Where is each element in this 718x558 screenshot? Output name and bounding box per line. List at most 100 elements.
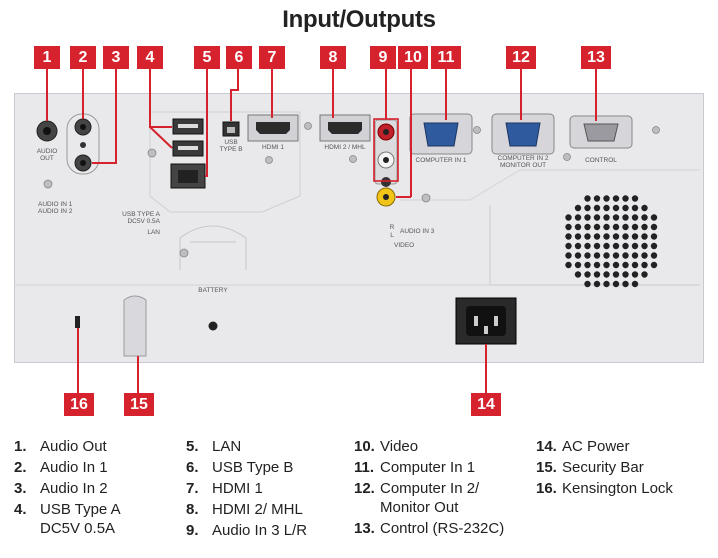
grille-hole [574, 233, 582, 240]
legend-num: 6. [186, 459, 199, 476]
grille-hole [584, 214, 591, 221]
legend-text: Control (RS-232C) [380, 520, 505, 537]
grille-hole [622, 261, 629, 269]
grille-hole [603, 242, 610, 250]
legend-item: 4.USB Type A DC5V 0.5A [14, 500, 121, 538]
legend-num: 1. [14, 438, 27, 455]
speaker-grille [565, 195, 658, 288]
grille-hole [612, 271, 620, 278]
legend-text: HDMI 1 [212, 480, 263, 497]
legend-item: 13. Control (RS-232C) [354, 519, 504, 538]
legend-text: HDMI 2/ MHL [212, 501, 303, 518]
legend-item: 16.Kensington Lock [536, 479, 673, 498]
legend-item: 14.AC Power [536, 437, 673, 456]
label-usb-a: USB TYPE A DC5V 0.5A [122, 211, 160, 225]
grille-hole [641, 242, 648, 250]
label-audio-in3-r: R [389, 224, 395, 231]
grille-hole [622, 271, 629, 278]
grille-hole [603, 233, 610, 240]
legend-num: 9. [186, 522, 199, 539]
callout-8: 8 [320, 46, 346, 69]
grille-hole [574, 261, 582, 269]
grille-hole [574, 223, 582, 231]
grille-hole [631, 233, 639, 240]
grille-hole [603, 252, 610, 259]
grille-hole [641, 223, 648, 231]
grille-hole [565, 233, 572, 240]
grille-hole [622, 280, 629, 288]
grille-hole [650, 242, 658, 250]
grille-hole [574, 252, 582, 259]
label-hdmi2: HDMI 2 / MHL [324, 144, 366, 151]
legend-num: 10. [354, 438, 375, 455]
grille-hole [631, 271, 639, 278]
legend-text: Audio In 1 [40, 459, 108, 476]
grille-hole [650, 214, 658, 221]
grille-hole [603, 204, 610, 212]
legend-num: 8. [186, 501, 199, 518]
grille-hole [631, 195, 639, 202]
grille-hole [622, 214, 629, 221]
grille-hole [603, 280, 610, 288]
grille-hole [641, 233, 648, 240]
legend-text: Audio In 3 L/R [212, 522, 308, 539]
label-hdmi1: HDMI 1 [261, 144, 285, 151]
callout-2: 2 [70, 46, 96, 69]
grille-hole [650, 233, 658, 240]
screw-icon [473, 126, 481, 134]
grille-hole [593, 214, 601, 221]
battery-cover [179, 225, 247, 270]
screw-icon [43, 179, 53, 189]
legend-text: Computer In 2/ Monitor Out [380, 480, 480, 516]
label-lan: LAN [147, 229, 160, 236]
grille-hole [574, 204, 582, 212]
grille-hole [641, 214, 648, 221]
grille-hole [612, 233, 620, 240]
legend-item: 2.Audio In 1 [14, 458, 121, 477]
screw-icon [265, 156, 273, 164]
security-bar [123, 295, 147, 357]
grille-hole [584, 242, 591, 250]
grille-hole [631, 261, 639, 269]
legend-text: USB Type B [212, 459, 294, 476]
grille-hole [622, 233, 629, 240]
mount-hole [208, 321, 218, 331]
grille-hole [631, 214, 639, 221]
kensington-slot [75, 316, 80, 328]
page-title: Input/Outputs [282, 6, 436, 33]
grille-hole [622, 242, 629, 250]
grille-hole [593, 271, 601, 278]
grille-hole [641, 261, 648, 269]
legend-item: 15.Security Bar [536, 458, 673, 477]
grille-hole [593, 261, 601, 269]
vga-port-2 [505, 122, 541, 147]
legend-num: 16. [536, 480, 557, 497]
grille-hole [593, 242, 601, 250]
legend-num: 13. [354, 520, 375, 537]
grille-hole [593, 204, 601, 212]
grille-hole [622, 223, 629, 231]
hdmi1-port [256, 122, 290, 134]
grille-hole [603, 223, 610, 231]
grille-hole [603, 214, 610, 221]
legend-item: 7. HDMI 1 [186, 479, 307, 498]
legend-item: 5.LAN [186, 437, 307, 456]
screw-icon [147, 148, 157, 158]
grille-hole [612, 261, 620, 269]
grille-hole [612, 252, 620, 259]
legend-item: 3.Audio In 2 [14, 479, 121, 498]
legend-item: 9. Audio In 3 L/R [186, 521, 307, 540]
callout-4: 4 [137, 46, 163, 69]
callout-15: 15 [124, 393, 154, 416]
screw-icon [652, 126, 660, 134]
grille-hole [641, 204, 648, 212]
legend-num: 7. [186, 480, 199, 497]
grille-hole [565, 214, 572, 221]
label-audio-out: AUDIO OUT [36, 148, 58, 162]
grille-hole [603, 271, 610, 278]
callout-14: 14 [471, 393, 501, 416]
grille-hole [593, 223, 601, 231]
label-usb-b: USB TYPE B [219, 139, 243, 153]
legend-text: USB Type A DC5V 0.5A [40, 501, 121, 537]
grille-hole [584, 233, 591, 240]
